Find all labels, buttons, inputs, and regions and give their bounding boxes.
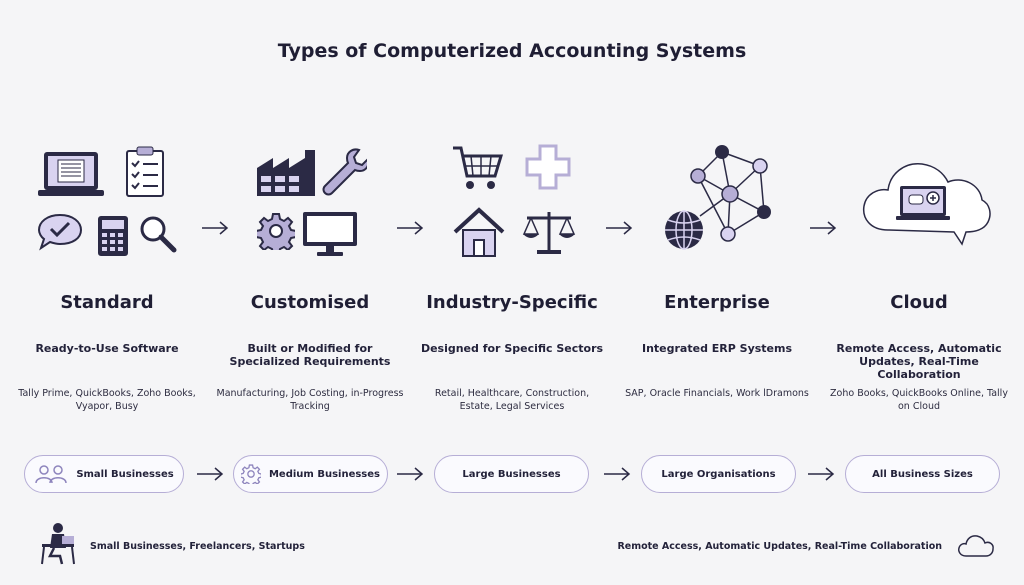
audience-label: Large Businesses: [462, 468, 561, 480]
type-industry-specific: Industry-Specific Designed for Specific …: [417, 0, 607, 430]
clipboard-checklist-icon: [126, 146, 164, 197]
customised-icons: [215, 140, 405, 265]
factory-icon: [257, 150, 315, 196]
type-customised: Customised Built or Modified for Special…: [215, 0, 405, 430]
type-description: Remote Access, Automatic Updates, Real-T…: [836, 342, 1002, 381]
type-examples: Retail, Healthcare, Construction, Estate…: [434, 388, 590, 412]
type-name: Enterprise: [664, 292, 770, 313]
person-at-desk-icon: [41, 523, 75, 565]
footer-right-text: Remote Access, Automatic Updates, Real-T…: [617, 541, 942, 552]
cloud-laptop-icon: [862, 163, 991, 246]
arrow-right-icon: [397, 467, 424, 481]
type-cloud: Cloud Remote Access, Automatic Updates, …: [824, 0, 1014, 430]
type-description: Integrated ERP Systems: [641, 342, 793, 355]
type-name: Cloud: [890, 292, 948, 313]
type-enterprise: Enterprise Integrated ERP Systems SAP, O…: [622, 0, 812, 430]
type-name: Standard: [60, 292, 154, 313]
house-icon: [453, 207, 505, 257]
type-description: Ready-to-Use Software: [35, 342, 179, 355]
footer-left-text: Small Businesses, Freelancers, Startups: [90, 541, 305, 552]
audience-label: All Business Sizes: [872, 468, 973, 480]
audience-pill-organisations: Large Organisations: [641, 455, 796, 493]
type-name: Industry-Specific: [426, 292, 598, 313]
audience-pill-medium: Medium Businesses: [233, 455, 388, 493]
type-examples: Tally Prime, QuickBooks, Zoho Books, Vya…: [18, 388, 196, 412]
medical-cross-icon: [525, 144, 571, 190]
shopping-cart-icon: [453, 146, 503, 189]
type-name: Customised: [250, 292, 370, 313]
type-standard: Standard Ready-to-Use Software Tally Pri…: [12, 0, 202, 430]
calculator-icon: [98, 216, 128, 256]
wrench-icon: [322, 148, 367, 196]
cloud-icons: [824, 140, 1014, 265]
type-examples: Zoho Books, QuickBooks Online, Tally on …: [830, 388, 1008, 412]
arrow-right-icon: [606, 221, 633, 235]
chat-check-icon: [37, 213, 83, 251]
arrow-right-icon: [202, 221, 229, 235]
network-nodes-icon: [690, 145, 771, 242]
page-title: Types of Computerized Accounting Systems: [277, 40, 747, 62]
monitor-icon: [303, 212, 357, 256]
gear-icon: [240, 464, 261, 484]
audience-pill-large: Large Businesses: [434, 455, 589, 493]
arrow-right-icon: [397, 221, 424, 235]
arrow-right-icon: [197, 467, 224, 481]
type-description: Built or Modified for Specialized Requir…: [229, 342, 391, 368]
users-icon: [35, 465, 68, 484]
industry-icons: [417, 140, 607, 265]
globe-icon: [665, 210, 703, 250]
scales-icon: [522, 212, 576, 254]
magnifier-icon: [140, 216, 177, 253]
arrow-right-icon: [604, 467, 631, 481]
type-description: Designed for Specific Sectors: [420, 342, 604, 355]
enterprise-icons: [622, 140, 812, 265]
standard-icons: [12, 140, 202, 265]
audience-label: Small Businesses: [76, 468, 174, 480]
arrow-right-icon: [810, 221, 837, 235]
audience-pill-all: All Business Sizes: [845, 455, 1000, 493]
audience-pill-small: Small Businesses: [24, 455, 184, 493]
arrow-right-icon: [808, 467, 835, 481]
type-examples: SAP, Oracle Financials, Work lDramons: [625, 388, 809, 399]
gear-icon: [257, 213, 295, 250]
type-examples: Manufacturing, Job Costing, in-Progress …: [216, 388, 404, 412]
laptop-icon: [38, 152, 104, 196]
audience-label: Medium Businesses: [268, 468, 380, 480]
audience-label: Large Organisations: [661, 468, 776, 480]
cloud-icon: [958, 535, 994, 557]
